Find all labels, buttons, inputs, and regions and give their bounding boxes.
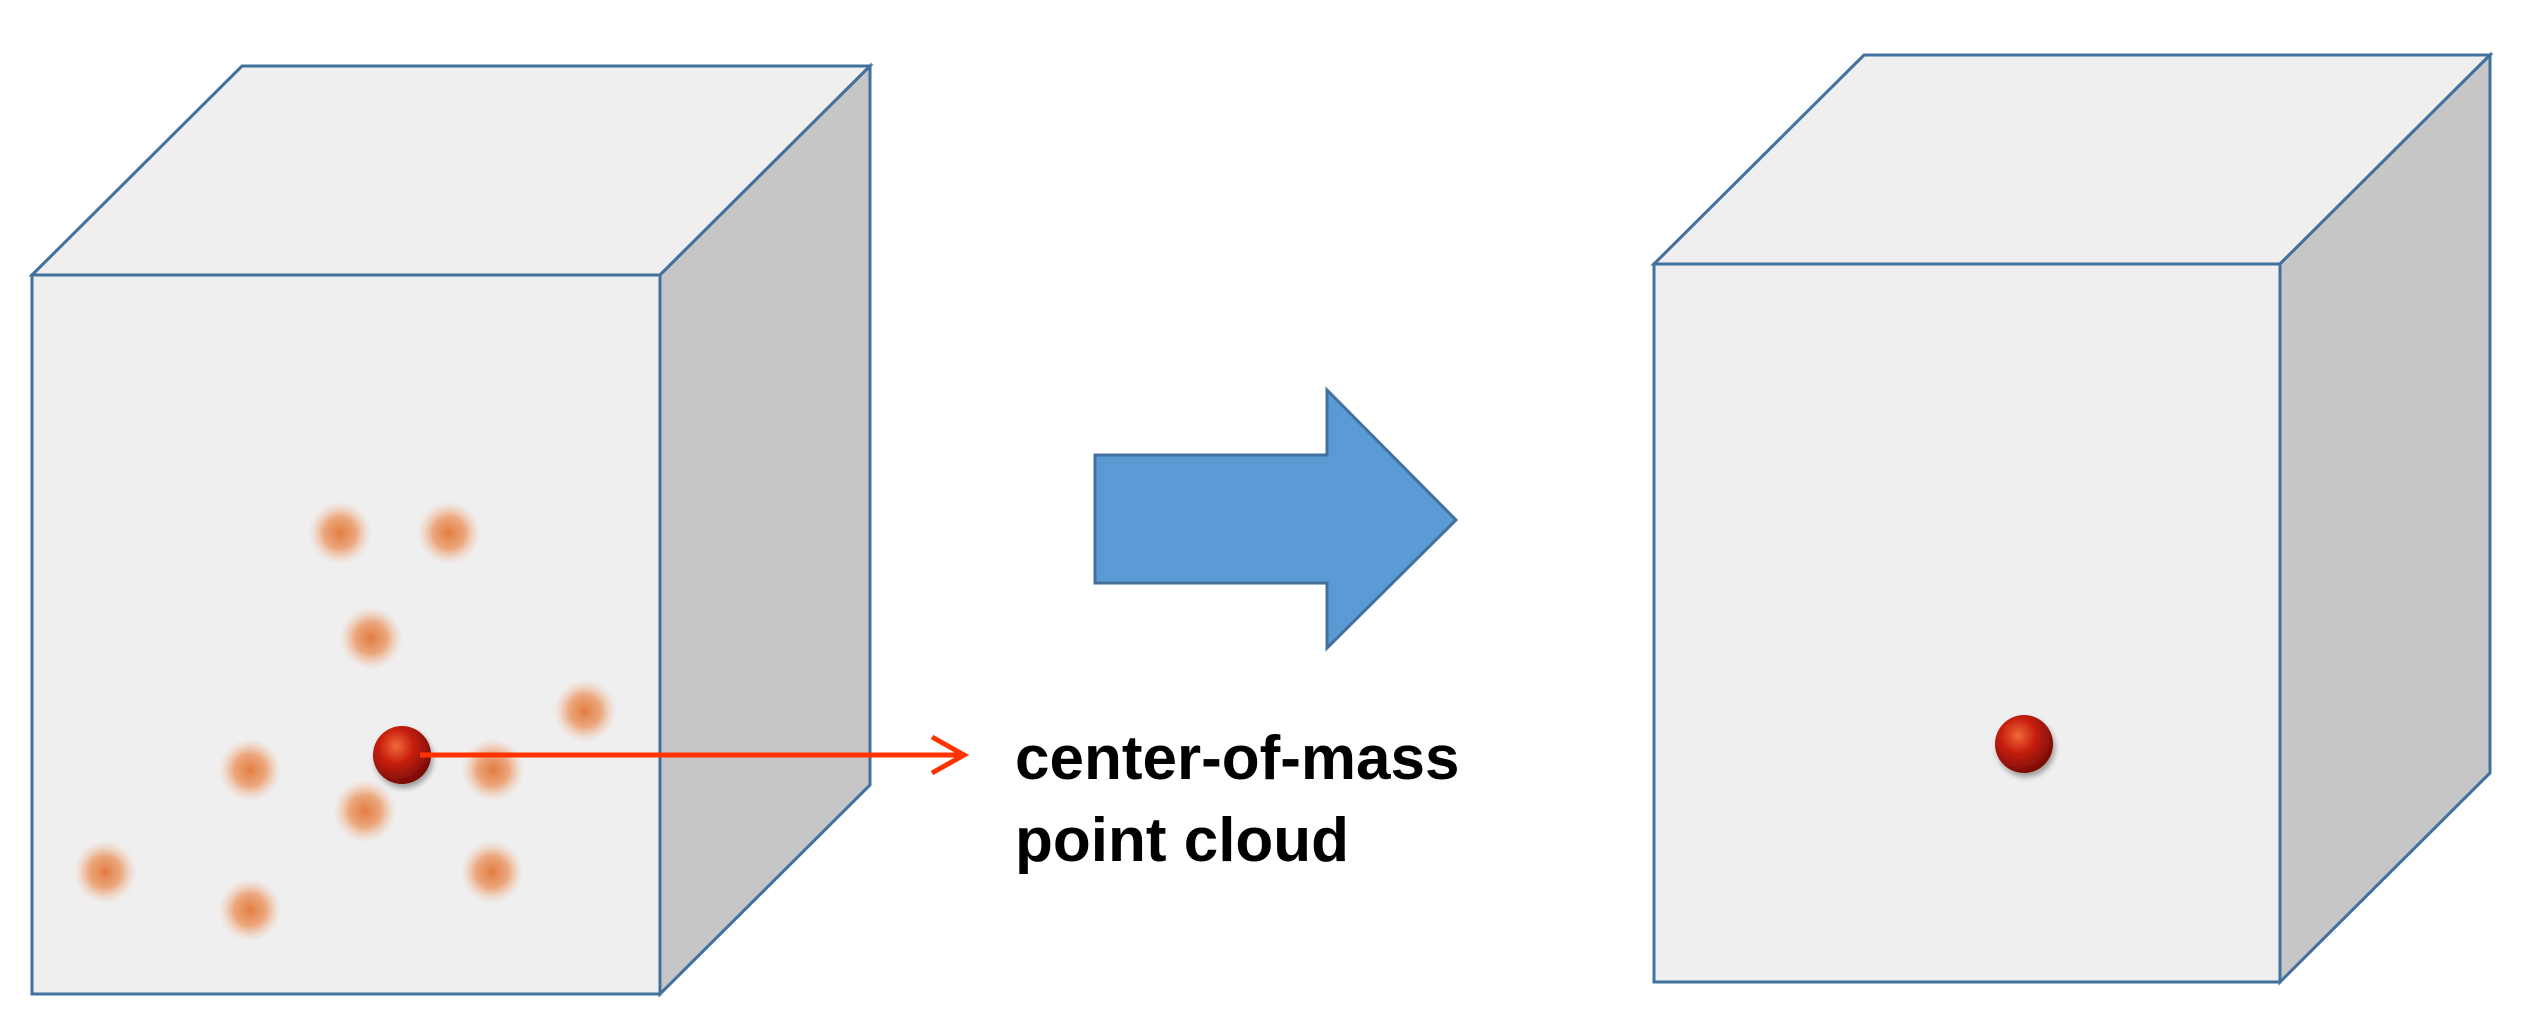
cloud-point — [461, 738, 525, 802]
center-of-mass-label: center-of-mass point cloud — [1015, 718, 1459, 882]
cloud-point — [218, 738, 282, 802]
center-of-mass-point — [373, 726, 431, 784]
cloud-point — [460, 840, 524, 904]
cloud-point — [73, 840, 137, 904]
cloud-point — [308, 501, 372, 565]
right-cube-front-face — [1652, 262, 2282, 984]
cloud-point — [333, 779, 397, 843]
point-cloud — [73, 501, 617, 942]
right-cube — [1650, 51, 2494, 986]
pointer-arrowhead — [930, 734, 970, 776]
label-line-2: point cloud — [1015, 806, 1350, 875]
pointer-arrow — [420, 734, 970, 776]
right-arrow-icon — [1093, 386, 1459, 652]
cloud-point — [339, 606, 403, 670]
cloud-point — [417, 501, 481, 565]
cloud-point — [218, 878, 282, 942]
center-of-mass-point-result — [1995, 715, 2053, 773]
label-line-1: center-of-mass — [1015, 724, 1460, 793]
cloud-point — [553, 679, 617, 743]
